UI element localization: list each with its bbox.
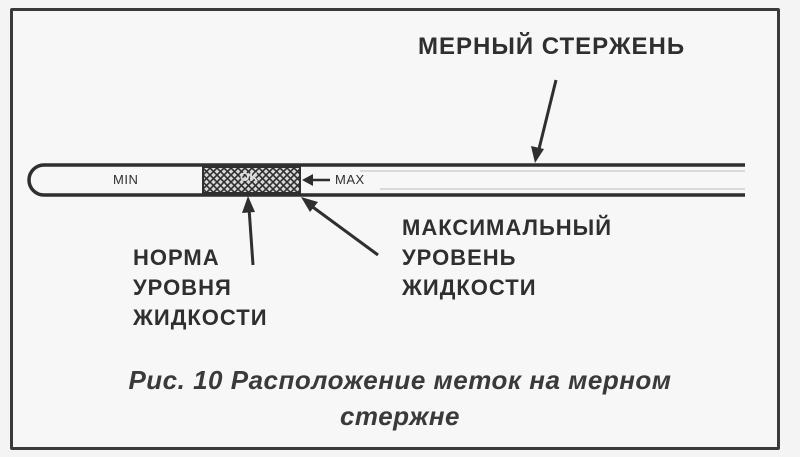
ok-mark-label: OK: [240, 170, 258, 184]
norm-level-label: НОРМА УРОВНЯ ЖИДКОСТИ: [133, 243, 268, 333]
norm-pointer-arrowhead: [242, 196, 255, 213]
norm-pointer-line: [247, 207, 255, 266]
min-mark-label: MIN: [113, 172, 139, 187]
max-level-line-1: МАКСИМАЛЬНЫЙ: [402, 215, 613, 240]
max-mark-label: MAX: [335, 172, 365, 187]
norm-level-line-1: НОРМА: [133, 245, 220, 270]
figure-caption: Рис. 10 Расположение меток на мерном сте…: [40, 362, 760, 434]
dipstick-faint-marks: [360, 170, 745, 190]
dipstick-pointer-arrowhead: [531, 146, 544, 163]
max-level-label: МАКСИМАЛЬНЫЙ УРОВЕНЬ ЖИДКОСТИ: [402, 213, 612, 303]
caption-line-1: Рис. 10 Расположение меток на мерном: [128, 365, 672, 395]
norm-level-line-2: УРОВНЯ: [133, 275, 232, 300]
dipstick-rod: [27, 163, 745, 197]
max-level-line-3: ЖИДКОСТИ: [402, 275, 537, 300]
max-level-pointer-arrowhead: [301, 197, 318, 212]
max-level-line-2: УРОВЕНЬ: [402, 245, 517, 270]
max-mark-arrowhead: [302, 174, 313, 186]
figure-frame: [10, 8, 780, 450]
max-level-pointer-line: [309, 203, 379, 257]
ok-zone: [202, 166, 301, 194]
norm-level-line-3: ЖИДКОСТИ: [133, 305, 268, 330]
dipstick-label: МЕРНЫЙ СТЕРЖЕНЬ: [418, 33, 686, 60]
caption-line-2: стержне: [339, 401, 461, 431]
dipstick-pointer-line: [536, 79, 558, 154]
